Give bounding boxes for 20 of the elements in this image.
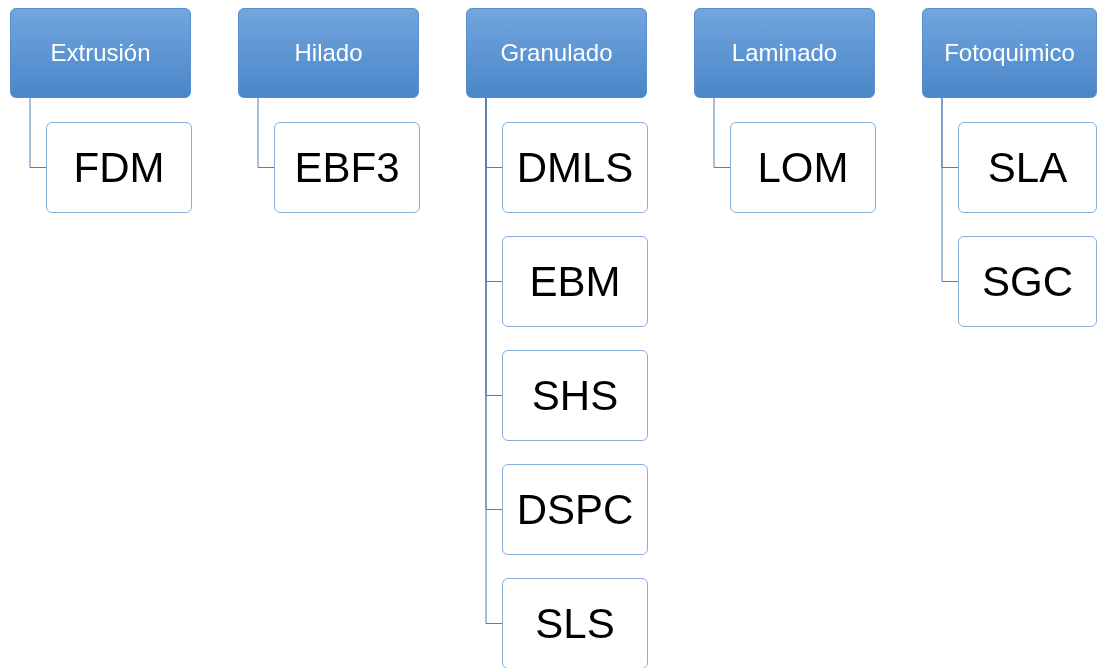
connector-line [713, 97, 731, 168]
connector-line [941, 97, 959, 282]
process-box: EBM [502, 236, 648, 327]
category-header-box: Laminado [694, 8, 875, 98]
connector-line [29, 97, 47, 168]
process-box: DSPC [502, 464, 648, 555]
category-header-box: Hilado [238, 8, 419, 98]
process-box: SLA [958, 122, 1097, 213]
process-box: DMLS [502, 122, 648, 213]
process-box: SLS [502, 578, 648, 668]
process-box: EBF3 [274, 122, 420, 213]
connector-line [257, 97, 275, 168]
connector-line [485, 97, 503, 624]
category-header-box: Granulado [466, 8, 647, 98]
process-box: FDM [46, 122, 192, 213]
process-box: LOM [730, 122, 876, 213]
category-header-box: Extrusión [10, 8, 191, 98]
process-box: SHS [502, 350, 648, 441]
category-header-box: Fotoquimico [922, 8, 1097, 98]
process-box: SGC [958, 236, 1097, 327]
